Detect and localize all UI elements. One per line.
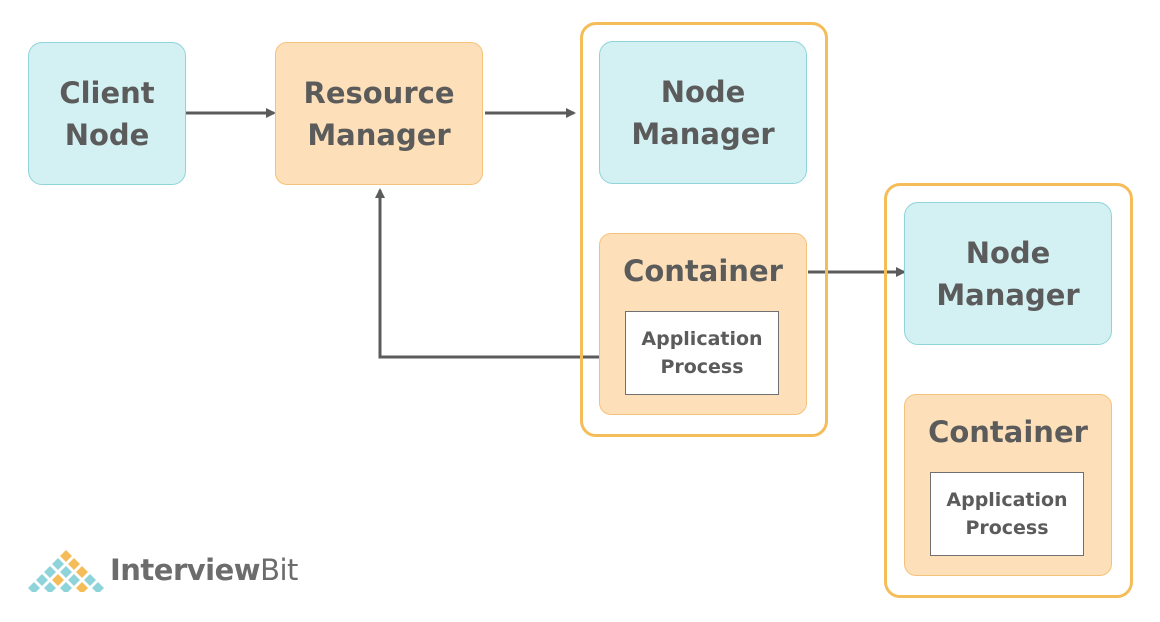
node-manager-2-line1: Node [965, 235, 1051, 270]
application-process-1: Application Process [625, 311, 779, 395]
logo-text-bold: Interview [110, 553, 261, 587]
interviewbit-logo: InterviewBit [28, 548, 298, 592]
node-manager-1: Node Manager [599, 41, 807, 184]
node-manager-2-line2: Manager [936, 277, 1080, 312]
node-manager-2: Node Manager [904, 202, 1112, 345]
container-1: Container Application Process [599, 233, 807, 415]
node-manager-1-line1: Node [660, 74, 746, 109]
arrow-app-process-to-resource-manager [375, 188, 625, 359]
resource-manager-line1: Resource [303, 75, 455, 110]
resource-manager-line2: Manager [307, 117, 451, 152]
application-process-1-line1: Application [641, 328, 763, 350]
application-process-2-line2: Process [965, 517, 1049, 539]
application-process-2: Application Process [930, 472, 1084, 556]
application-process-2-line1: Application [946, 489, 1068, 511]
logo-text-regular: Bit [260, 553, 298, 587]
container-2-label: Container [928, 415, 1088, 449]
client-node-line2: Node [64, 117, 150, 152]
application-process-1-line2: Process [660, 356, 744, 378]
container-1-label: Container [623, 254, 783, 288]
node-group-1 [580, 22, 828, 437]
client-node-line1: Client [59, 75, 155, 110]
node-manager-1-line2: Manager [631, 116, 775, 151]
node-group-2 [884, 183, 1133, 598]
container-2: Container Application Process [904, 394, 1112, 576]
client-node: Client Node [28, 42, 186, 185]
diamond-grid-icon [28, 550, 104, 592]
logo-text: InterviewBit [110, 553, 298, 587]
resource-manager: Resource Manager [275, 42, 483, 185]
